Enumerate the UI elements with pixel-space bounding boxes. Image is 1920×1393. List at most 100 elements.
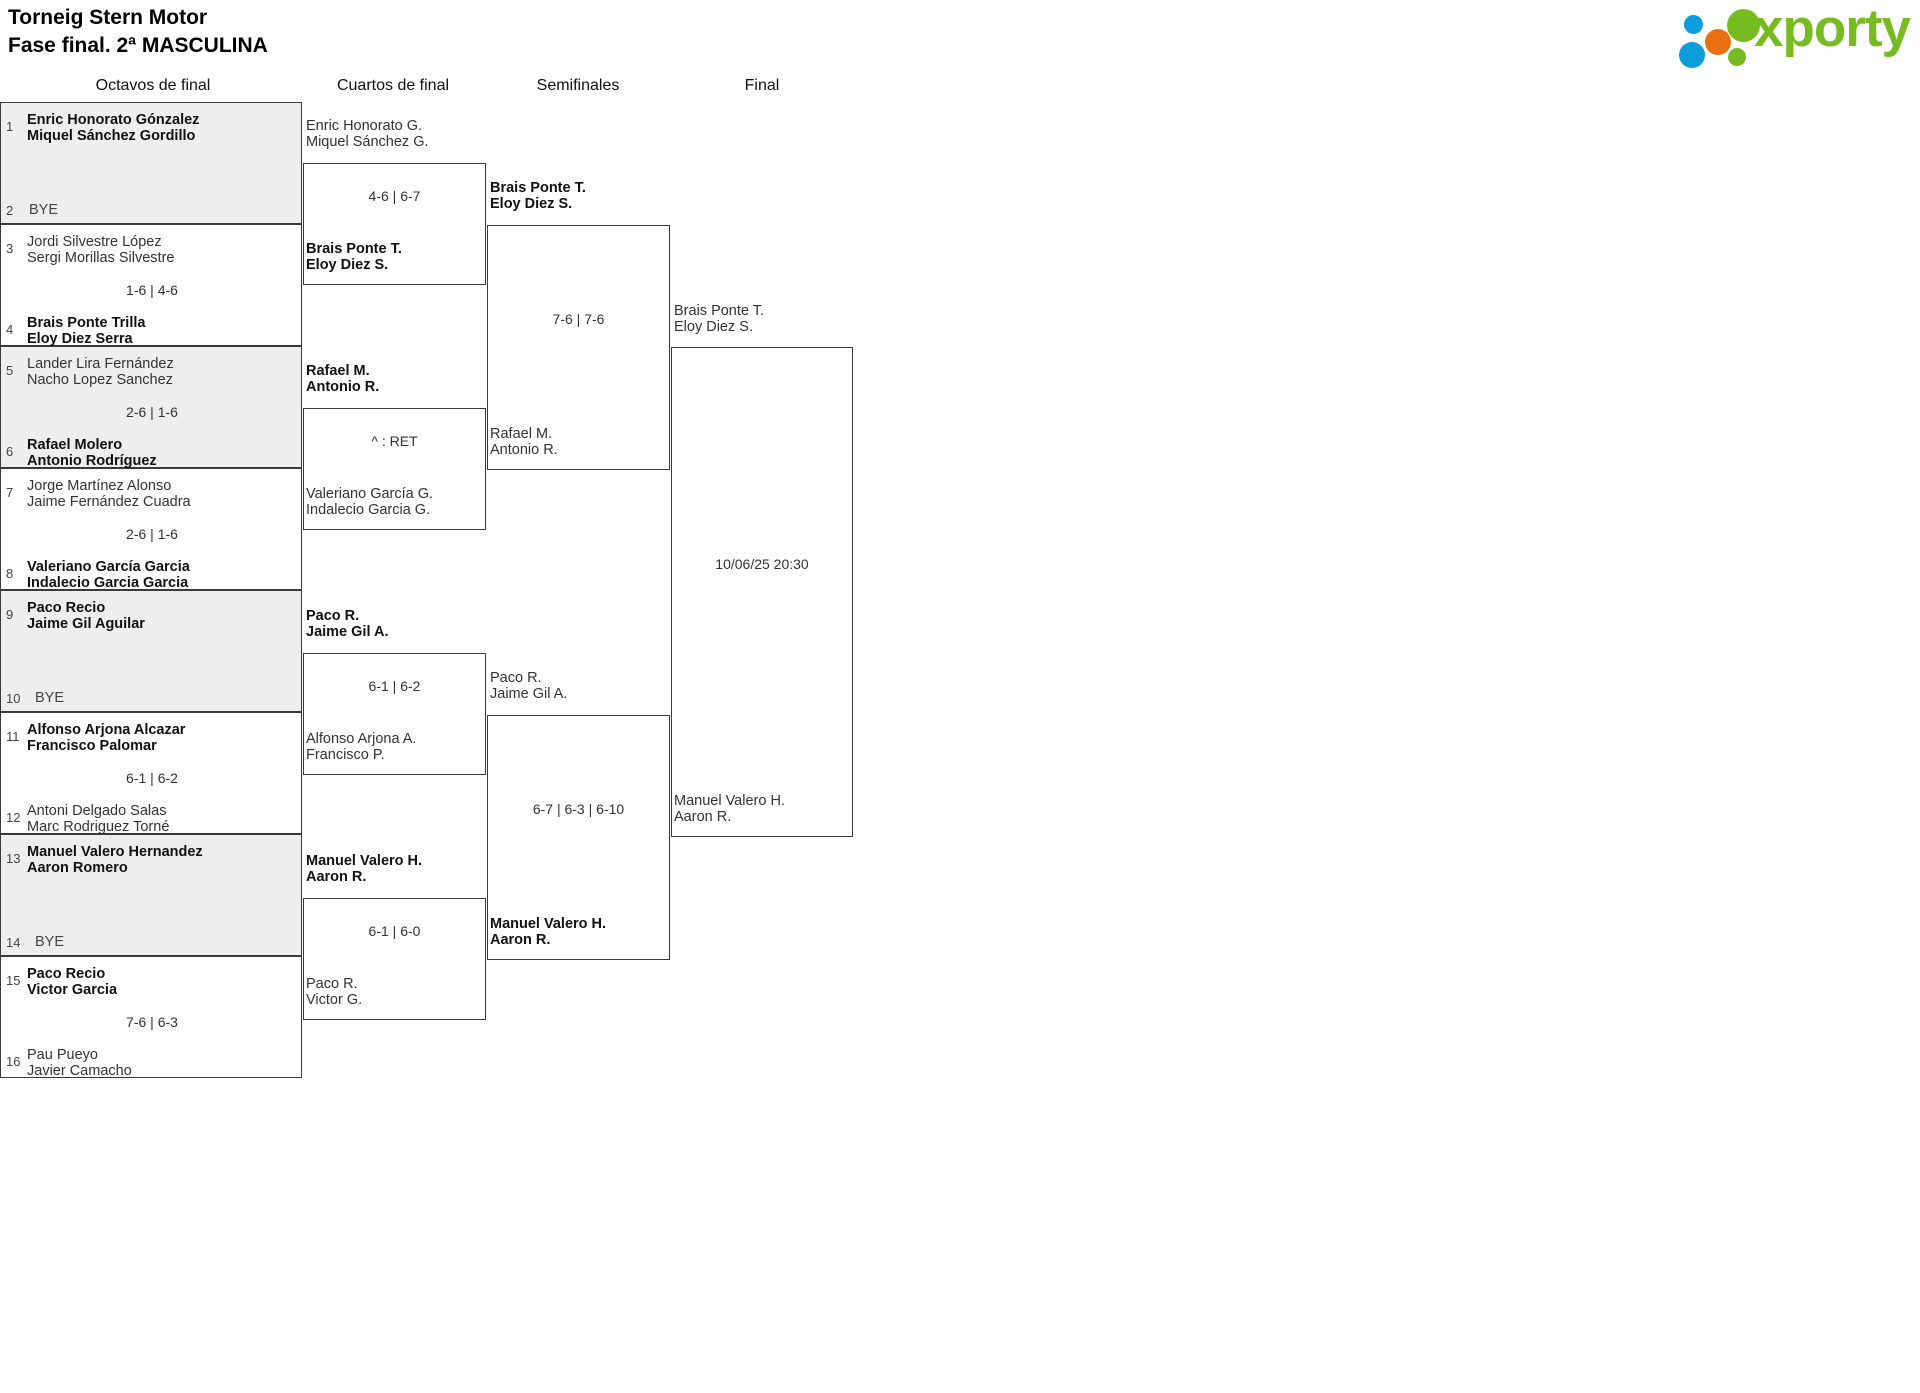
- match-score: 6-1 | 6-2: [368, 678, 421, 694]
- player-name: Aaron Romero: [27, 860, 128, 877]
- player-name: Antonio Rodríguez: [27, 453, 157, 470]
- logo-dot-blue-small-icon: [1684, 15, 1703, 34]
- r1-match-6[interactable]: 11 Alfonso Arjona Alcazar Francisco Palo…: [0, 712, 302, 835]
- player-name: Eloy Diez S.: [674, 319, 753, 336]
- round-header-cuartos: Cuartos de final: [336, 77, 450, 94]
- player-name: Aaron R.: [490, 932, 551, 949]
- player-name: Sergi Morillas Silvestre: [27, 250, 175, 267]
- team-names: Valeriano García Garcia Indalecio Garcia…: [27, 559, 295, 591]
- r2-team-bottom-2: Valeriano García G. Indalecio Garcia G.: [306, 486, 433, 518]
- player-name: Rafael M.: [490, 426, 553, 442]
- player-name: Paco R.: [306, 608, 360, 624]
- player-name: Brais Ponte T.: [490, 180, 586, 196]
- r3-team-top-2: Paco R. Jaime Gil A.: [490, 670, 567, 702]
- r3-team-bottom-1: Rafael M. Antonio R.: [490, 426, 558, 458]
- player-name: Antoni Delgado Salas: [27, 803, 167, 819]
- r3-match-2[interactable]: [487, 715, 670, 960]
- player-name: Pau Pueyo: [27, 1047, 98, 1063]
- player-name: Victor Garcia: [27, 982, 118, 999]
- r1-match-3[interactable]: 5 Lander Lira Fernández Nacho Lopez Sanc…: [0, 346, 302, 469]
- bye-label: BYE: [35, 690, 65, 706]
- bye-label: BYE: [35, 934, 65, 950]
- player-name: Rafael Molero: [27, 437, 123, 453]
- player-name: Indalecio Garcia Garcia: [27, 575, 189, 592]
- r2-team-top-3: Paco R. Jaime Gil A.: [306, 608, 388, 640]
- player-name: Francisco Palomar: [27, 738, 157, 755]
- player-name: Jorge Martínez Alonso: [27, 478, 172, 494]
- r1-match-7[interactable]: 13 Manuel Valero Hernandez Aaron Romero …: [0, 834, 302, 956]
- player-name: Manuel Valero H.: [674, 793, 785, 809]
- player-name: Paco R.: [490, 670, 542, 686]
- r2-team-top-1: Enric Honorato G. Miquel Sánchez G.: [306, 118, 429, 150]
- r1-match-1[interactable]: 1 Enric Honorato Gónzalez Miquel Sánchez…: [0, 102, 302, 224]
- player-name: Miquel Sánchez Gordillo: [27, 128, 196, 145]
- r1-match-8[interactable]: 15 Paco Recio Victor Garcia 7-6 | 6-3 16…: [0, 956, 302, 1080]
- player-name: Brais Ponte Trilla: [27, 315, 146, 331]
- team-names: Jorge Martínez Alonso Jaime Fernández Cu…: [27, 478, 295, 510]
- seed-number: 13: [6, 851, 21, 866]
- team-names: Rafael Molero Antonio Rodríguez: [27, 437, 295, 469]
- final-datetime: 10/06/25 20:30: [715, 556, 809, 572]
- r2-match-2[interactable]: [303, 408, 486, 530]
- player-name: Manuel Valero H.: [306, 853, 423, 869]
- player-name: Marc Rodriguez Torné: [27, 819, 170, 836]
- match-score: 2-6 | 1-6: [126, 404, 178, 420]
- player-name: Aaron R.: [674, 809, 732, 826]
- r2-match-3[interactable]: [303, 653, 486, 775]
- player-name: Manuel Valero Hernandez: [27, 844, 203, 860]
- player-name: Jaime Gil A.: [306, 624, 389, 641]
- title-line-1: Torneig Stern Motor: [8, 6, 208, 29]
- match-score: 7-6 | 7-6: [552, 311, 605, 327]
- match-score: 7-6 | 6-3: [126, 1014, 178, 1030]
- r2-match-1[interactable]: [303, 163, 486, 285]
- match-score: ^ : RET: [371, 433, 418, 449]
- logo-dot-blue-large-icon: [1679, 42, 1705, 68]
- player-name: Alfonso Arjona A.: [306, 731, 417, 747]
- xporty-logo: xporty: [1662, 2, 1912, 68]
- round-header-octavos: Octavos de final: [95, 77, 211, 94]
- team-names: Alfonso Arjona Alcazar Francisco Palomar: [27, 722, 295, 754]
- player-name: Antonio R.: [306, 379, 380, 396]
- player-name: Victor G.: [306, 992, 363, 1009]
- round-header-semifinales: Semifinales: [536, 77, 620, 94]
- player-name: Paco R.: [306, 976, 358, 992]
- player-name: Alfonso Arjona Alcazar: [27, 722, 186, 738]
- r3-team-top-1: Brais Ponte T. Eloy Diez S.: [490, 180, 586, 212]
- seed-number: 11: [6, 729, 20, 744]
- match-score: 1-6 | 4-6: [126, 282, 178, 298]
- player-name: Enric Honorato G.: [306, 118, 423, 134]
- seed-number: 5: [6, 363, 14, 378]
- r4-match-1[interactable]: [671, 347, 853, 837]
- player-name: Javier Camacho: [27, 1063, 132, 1080]
- r3-match-1[interactable]: [487, 225, 670, 470]
- team-names: Enric Honorato Gónzalez Miquel Sánchez G…: [27, 112, 295, 144]
- player-name: Eloy Diez S.: [306, 257, 389, 274]
- seed-number: 16: [6, 1054, 21, 1069]
- r1-match-5[interactable]: 9 Paco Recio Jaime Gil Aguilar 10 BYE: [0, 590, 302, 712]
- logo-wordmark: xporty: [1754, 0, 1911, 58]
- team-names: Lander Lira Fernández Nacho Lopez Sanche…: [27, 356, 295, 388]
- seed-number: 2: [6, 203, 14, 218]
- player-name: Francisco P.: [306, 747, 385, 764]
- r2-match-4[interactable]: [303, 898, 486, 1020]
- player-name: Rafael M.: [306, 363, 370, 379]
- player-name: Jaime Gil Aguilar: [27, 616, 145, 633]
- seed-number: 7: [6, 485, 14, 500]
- r1-match-4[interactable]: 7 Jorge Martínez Alonso Jaime Fernández …: [0, 468, 302, 591]
- match-score: 2-6 | 1-6: [126, 526, 178, 542]
- seed-number: 6: [6, 444, 14, 459]
- player-name: Miquel Sánchez G.: [306, 134, 429, 151]
- seed-number: 14: [6, 935, 21, 950]
- r2-team-bottom-4: Paco R. Victor G.: [306, 976, 362, 1008]
- seed-number: 3: [6, 241, 14, 256]
- seed-number: 9: [6, 607, 14, 622]
- r2-team-top-2: Rafael M. Antonio R.: [306, 363, 379, 395]
- team-names: Jordi Silvestre López Sergi Morillas Sil…: [27, 234, 295, 266]
- match-score: 6-7 | 6-3 | 6-10: [532, 801, 625, 817]
- team-names: Antoni Delgado Salas Marc Rodriguez Torn…: [27, 803, 295, 835]
- seed-number: 10: [6, 691, 21, 706]
- seed-number: 1: [6, 119, 14, 134]
- r1-match-2[interactable]: 3 Jordi Silvestre López Sergi Morillas S…: [0, 224, 302, 347]
- logo-dot-green-small-icon: [1728, 48, 1746, 66]
